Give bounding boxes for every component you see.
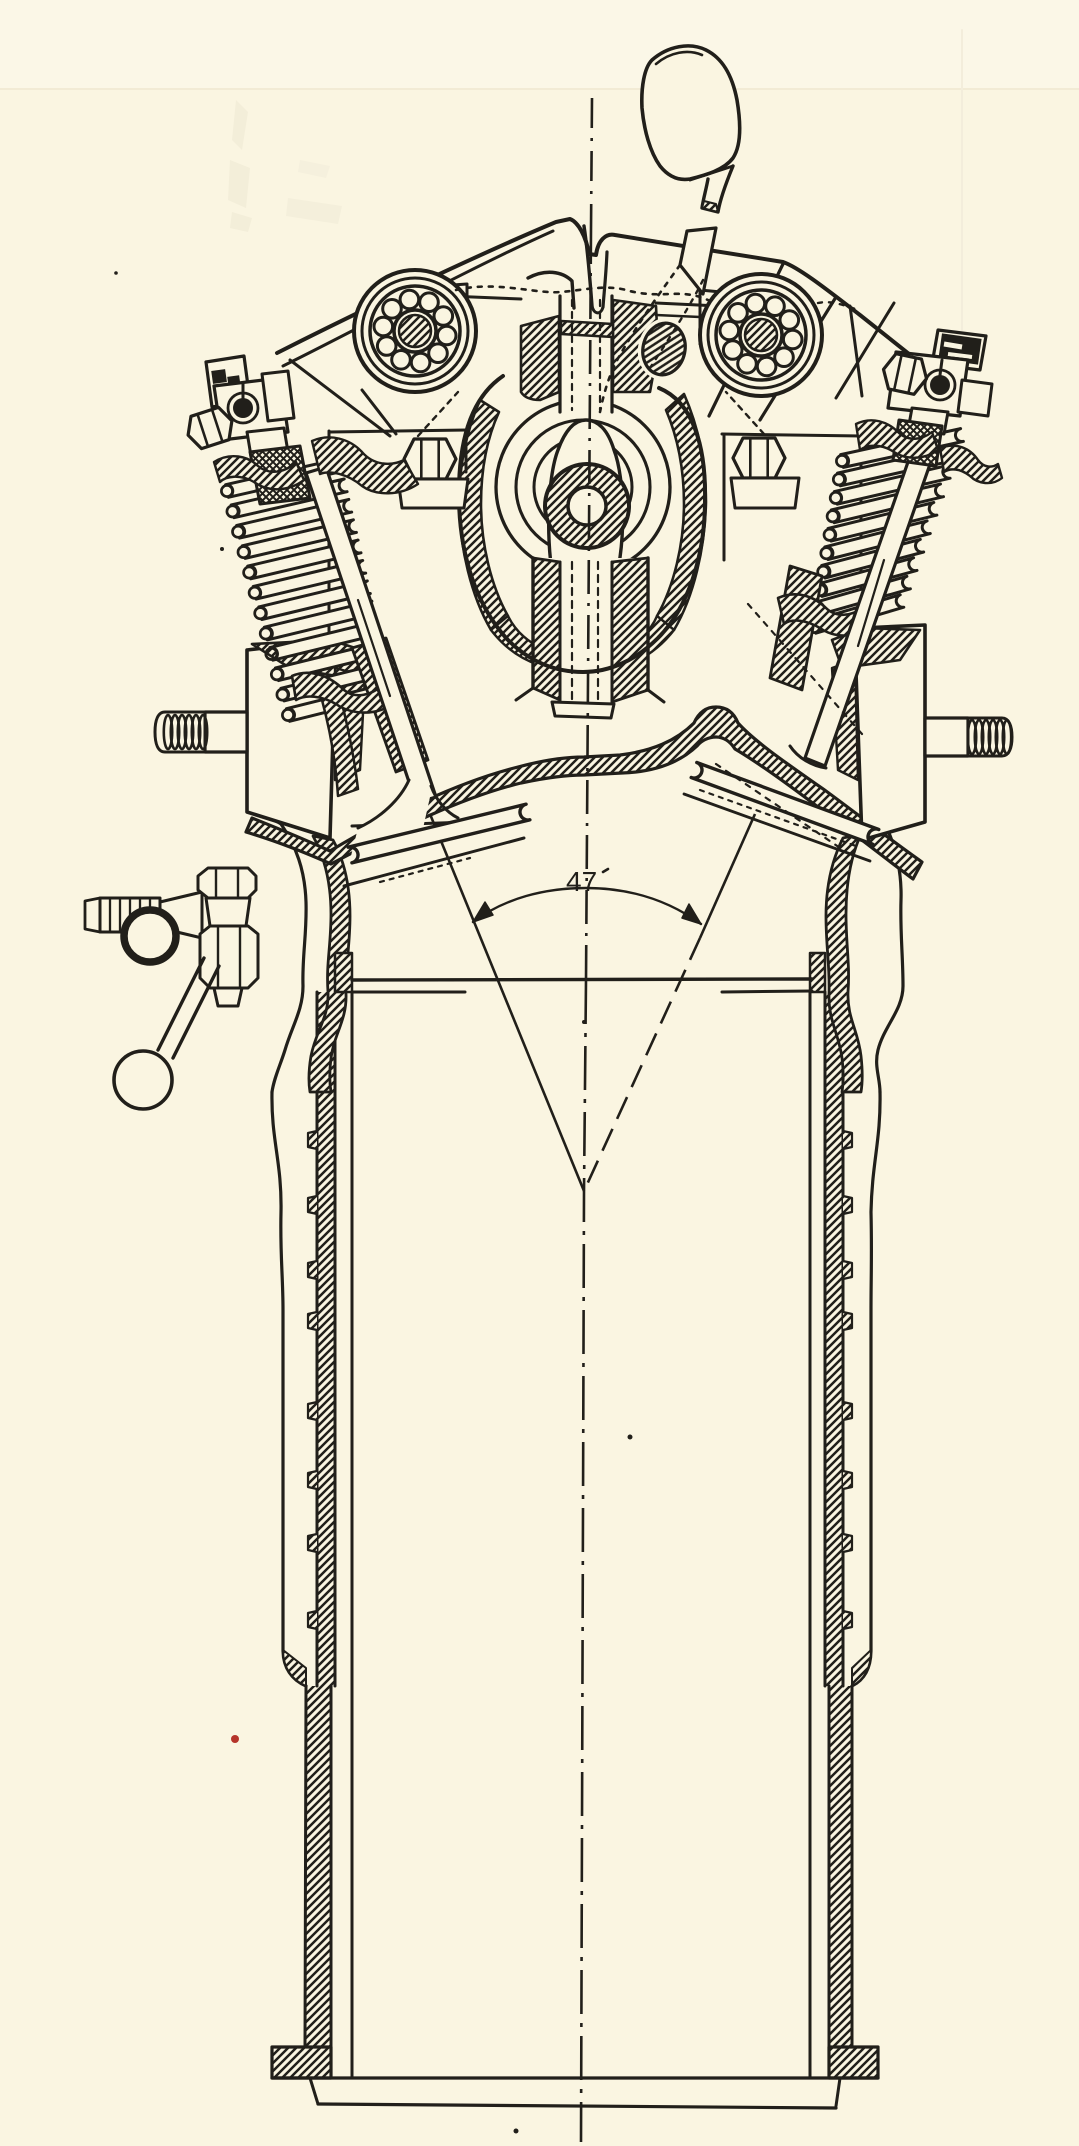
svg-text:47: 47 [566, 866, 597, 897]
